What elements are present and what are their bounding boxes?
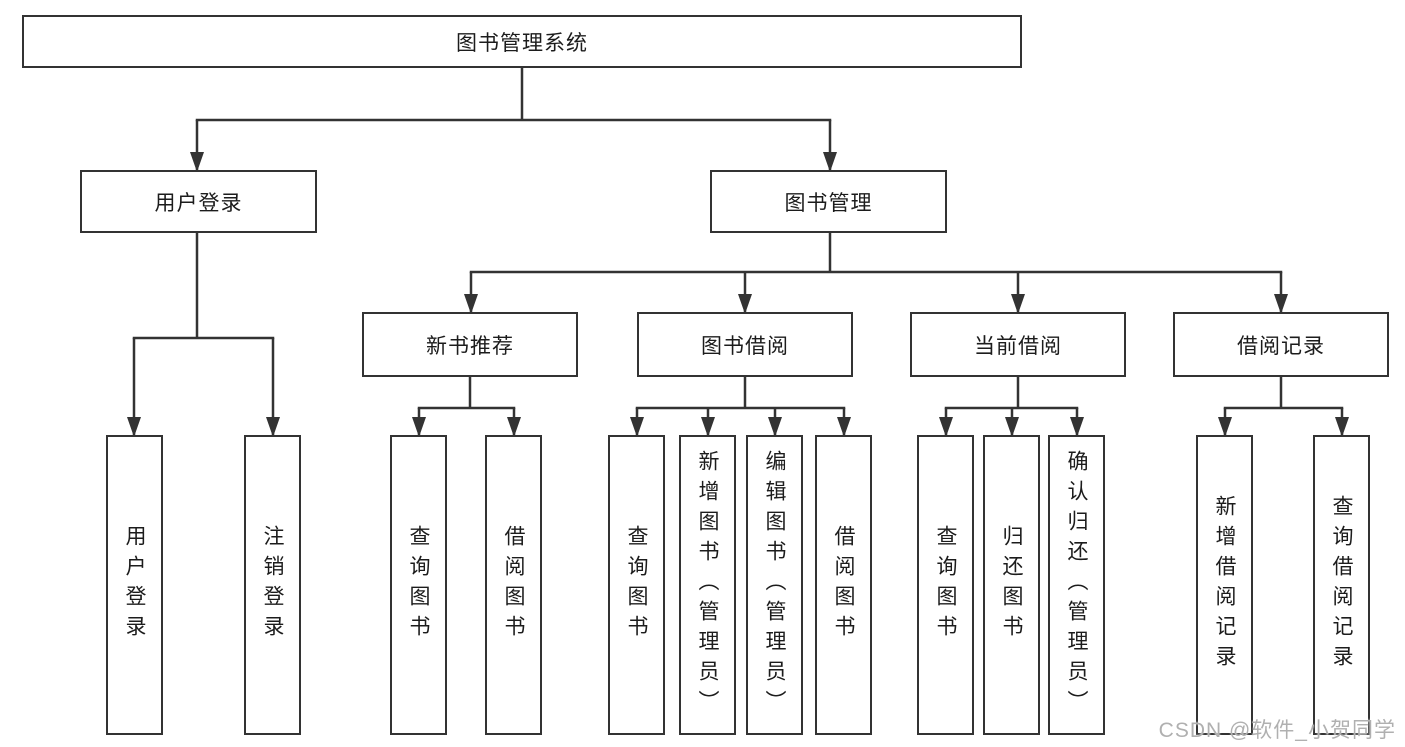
node-label: 图书管理系统 (456, 31, 588, 55)
leaf-borrowing-query-books: 查询图书 (608, 435, 665, 735)
leaf-label: 编辑图书（管理员） (763, 450, 786, 720)
node-user-login-branch: 用户登录 (80, 170, 317, 233)
leaf-label: 归还图书 (1000, 525, 1023, 645)
leaf-current-return-books: 归还图书 (983, 435, 1040, 735)
leaf-current-confirm-return-admin: 确认归还（管理员） (1048, 435, 1105, 735)
leaf-label: 确认归还（管理员） (1065, 450, 1088, 720)
leaf-label: 新增图书（管理员） (696, 450, 719, 720)
leaf-newrec-borrow-books: 借阅图书 (485, 435, 542, 735)
leaf-label: 注销登录 (261, 525, 284, 645)
node-borrowing-records: 借阅记录 (1173, 312, 1389, 377)
leaf-label: 查询借阅记录 (1330, 495, 1353, 675)
node-label: 图书管理 (784, 191, 873, 215)
node-label: 新书推荐 (426, 334, 514, 358)
leaf-newrec-query-books: 查询图书 (390, 435, 447, 735)
node-label: 用户登录 (154, 191, 243, 215)
leaf-records-add-borrow-record: 新增借阅记录 (1196, 435, 1253, 735)
leaf-logout: 注销登录 (244, 435, 301, 735)
node-label: 借阅记录 (1237, 334, 1325, 358)
leaf-records-query-borrow-record: 查询借阅记录 (1313, 435, 1370, 735)
leaf-borrowing-edit-book-admin: 编辑图书（管理员） (746, 435, 803, 735)
leaf-label: 新增借阅记录 (1213, 495, 1236, 675)
leaf-current-query-books: 查询图书 (917, 435, 974, 735)
node-current-borrowing: 当前借阅 (910, 312, 1126, 377)
leaf-label: 用户登录 (123, 525, 146, 645)
leaf-label: 借阅图书 (502, 525, 525, 645)
watermark: CSDN @软件_小贺同学 (1158, 719, 1396, 742)
leaf-label: 借阅图书 (832, 525, 855, 645)
node-book-borrowing: 图书借阅 (637, 312, 853, 377)
node-label: 当前借阅 (974, 334, 1062, 358)
node-label: 图书借阅 (701, 334, 789, 358)
leaf-borrowing-borrow-books: 借阅图书 (815, 435, 872, 735)
leaf-borrowing-add-book-admin: 新增图书（管理员） (679, 435, 736, 735)
leaf-label: 查询图书 (407, 525, 430, 645)
node-library-management-system: 图书管理系统 (22, 15, 1022, 68)
leaf-label: 查询图书 (934, 525, 957, 645)
leaf-user-login: 用户登录 (106, 435, 163, 735)
node-book-management: 图书管理 (710, 170, 947, 233)
node-new-book-recommendation: 新书推荐 (362, 312, 578, 377)
leaf-label: 查询图书 (625, 525, 648, 645)
